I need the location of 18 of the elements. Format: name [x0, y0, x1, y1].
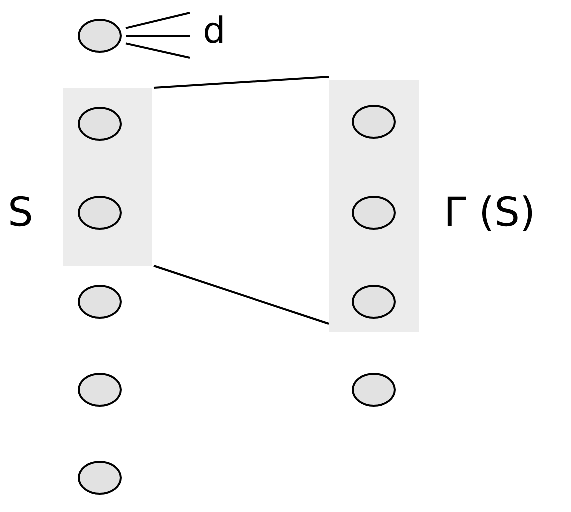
degree-line	[126, 42, 190, 59]
degree-line	[126, 35, 190, 37]
vertex-circle	[352, 196, 396, 230]
connector-line	[154, 76, 330, 89]
degree-label: d	[203, 14, 226, 50]
vertex-circle	[78, 19, 122, 53]
vertex-circle	[352, 105, 396, 139]
vertex-circle	[352, 285, 396, 319]
vertex-circle	[78, 461, 122, 495]
degree-line	[126, 12, 190, 30]
set-label: S	[8, 193, 34, 233]
vertex-circle	[78, 107, 122, 141]
vertex-circle	[78, 285, 122, 319]
set-label: Γ (S)	[444, 193, 536, 233]
connector-line	[154, 265, 330, 325]
vertex-circle	[78, 196, 122, 230]
vertex-circle	[352, 373, 396, 407]
vertex-circle	[78, 373, 122, 407]
